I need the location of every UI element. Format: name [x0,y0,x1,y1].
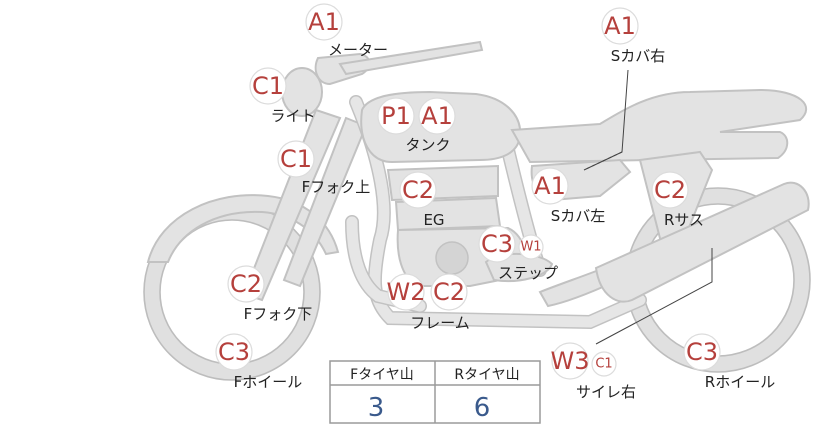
part-label: ステップ [498,264,558,282]
grade-badge [215,333,253,371]
part-f-fork-upper[interactable]: C1 Fフォク上 [277,140,371,196]
part-s-cover-left[interactable]: A1 Sカバ左 [531,167,606,225]
grade-badge-small-text: W1 [520,240,541,255]
table-header-front: Fタイヤ山 [350,367,414,383]
grade-badge [551,342,589,380]
part-s-cover-right[interactable]: A1 Sカバ右 [601,7,666,65]
grade-badge-text: C2 [402,176,434,204]
grade-badge-text: C3 [686,338,718,366]
part-silencer-right[interactable]: W3 C1 サイレ右 [551,342,637,401]
part-label: Rサス [664,211,704,229]
grade-badge [430,273,468,311]
grade-badge-text: A1 [421,102,453,130]
s-cover-right-leader-dash [583,151,623,171]
part-label: Sカバ左 [551,207,606,225]
grade-badge-text: A1 [308,8,340,36]
frame-tube-down-inner [346,216,426,312]
part-label: Fフォク下 [244,305,313,323]
leader-lines [583,69,713,345]
grade-badge [387,273,425,311]
part-label: Fフォク上 [302,178,371,196]
grade-badge-text: C3 [481,230,513,258]
grade-badge [305,3,343,41]
part-meter[interactable]: A1 メーター [305,3,388,59]
grade-badge [399,171,437,209]
grade-badge [249,67,287,105]
grade-badge-text: C1 [280,145,312,173]
part-label: フレーム [410,314,470,332]
grade-badge [227,265,265,303]
part-light[interactable]: C1 ライト [249,67,316,125]
motorcycle-illustration [143,40,811,381]
grade-badge-text: W3 [551,347,590,375]
part-label: サイレ右 [576,383,636,401]
engine-cover [435,241,469,275]
grade-badge-small-text: C1 [595,357,612,372]
part-r-wheel[interactable]: C3 Rホイール [683,333,775,391]
part-r-suspension[interactable]: C2 Rサス [651,171,704,229]
grade-badge [531,167,569,205]
silencer [594,181,810,303]
part-label: タンク [405,136,450,154]
part-label: ライト [270,107,315,125]
grade-badge-small [518,234,544,260]
part-step[interactable]: C3 W1 ステップ [478,225,558,282]
grade-badge [683,333,721,371]
part-label: Rホイール [705,373,775,391]
grade-badge-text: C3 [218,338,250,366]
part-label: メーター [328,41,388,59]
seat [510,88,807,164]
grade-badge-text: C2 [654,176,686,204]
rear-tread-value: 6 [474,393,491,423]
front-fork [242,108,342,302]
grade-badge-text: W2 [387,278,426,306]
grade-badge-text: A1 [534,172,566,200]
table-header-rear: Rタイヤ山 [454,367,519,383]
grade-badge [601,7,639,45]
grade-badge-text: P1 [381,102,411,130]
grade-badge [651,171,689,209]
part-label: EG [423,211,444,229]
part-engine[interactable]: C2 EG [399,171,445,229]
part-label: Fホイール [234,373,303,391]
grade-badge-text: C2 [433,278,465,306]
part-f-fork-lower[interactable]: C2 Fフォク下 [227,265,313,323]
grade-badge-text: A1 [604,12,636,40]
tire-tread-table: Fタイヤ山 Rタイヤ山 3 6 [329,360,541,424]
grade-badge-text: C1 [252,72,284,100]
part-label: Sカバ右 [611,47,666,65]
front-tread-value: 3 [368,393,385,423]
grade-badge [277,140,315,178]
grade-badge [418,97,456,135]
part-f-wheel[interactable]: C3 Fホイール [215,333,303,391]
part-tank[interactable]: P1 A1 タンク [377,97,456,154]
grade-badge-text: C2 [230,270,262,298]
silencer-leader [595,248,713,345]
grade-badge [377,97,415,135]
handlebar [338,40,484,76]
part-frame[interactable]: W2 C2 フレーム [387,273,470,332]
grade-badge [478,225,516,263]
grade-badge-small [591,351,617,377]
